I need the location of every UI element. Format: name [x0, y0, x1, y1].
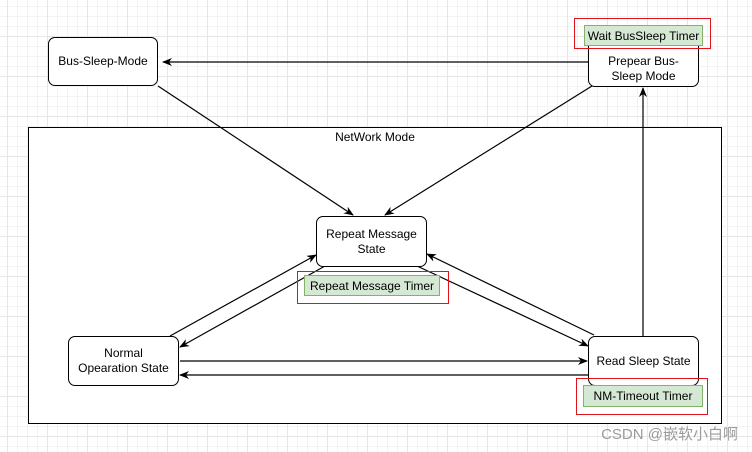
edge-repeat-to-ready-sleep	[416, 265, 589, 347]
edge-prepare-to-repeat	[384, 85, 593, 216]
edge-ready-sleep-to-repeat	[426, 253, 595, 336]
bus-sleep-mode-node: Bus-Sleep-Mode	[48, 37, 158, 86]
bus-sleep-timer-label: Wait BusSleep Timer	[587, 28, 700, 43]
bus-sleep-timer-highlight	[574, 18, 711, 49]
repeat-message-node: Repeat Message State	[316, 216, 427, 267]
bus-sleep-timer: Wait BusSleep Timer	[584, 25, 703, 46]
network-mode-label: NetWork Mode	[335, 130, 415, 144]
edge-normal-to-repeat	[169, 254, 317, 337]
edge-bus-sleep-to-repeat	[157, 85, 354, 216]
repeat-message-timer: Repeat Message Timer	[304, 275, 440, 296]
watermark: CSDN @嵌软小白啊	[601, 426, 738, 443]
prepare-bus-sleep-label: Prepear Bus-Sleep Mode	[608, 54, 679, 83]
bus-sleep-mode-label: Bus-Sleep-Mode	[58, 54, 148, 68]
normal-operation-label: Normal Opearation State	[78, 346, 169, 375]
nm-timeout-timer-highlight	[576, 378, 708, 415]
ready-sleep-node: Read Sleep State	[588, 336, 699, 386]
repeat-message-timer-highlight	[297, 271, 449, 304]
nm-timeout-timer: NM-Timeout Timer	[583, 385, 703, 407]
normal-operation-node: Normal Opearation State	[68, 336, 179, 386]
ready-sleep-label: Read Sleep State	[596, 353, 691, 368]
edge-repeat-to-normal	[179, 265, 326, 348]
repeat-message-label: Repeat Message State	[326, 226, 417, 256]
repeat-message-timer-label: Repeat Message Timer	[309, 278, 435, 293]
nm-timeout-timer-label: NM-Timeout Timer	[593, 389, 693, 403]
